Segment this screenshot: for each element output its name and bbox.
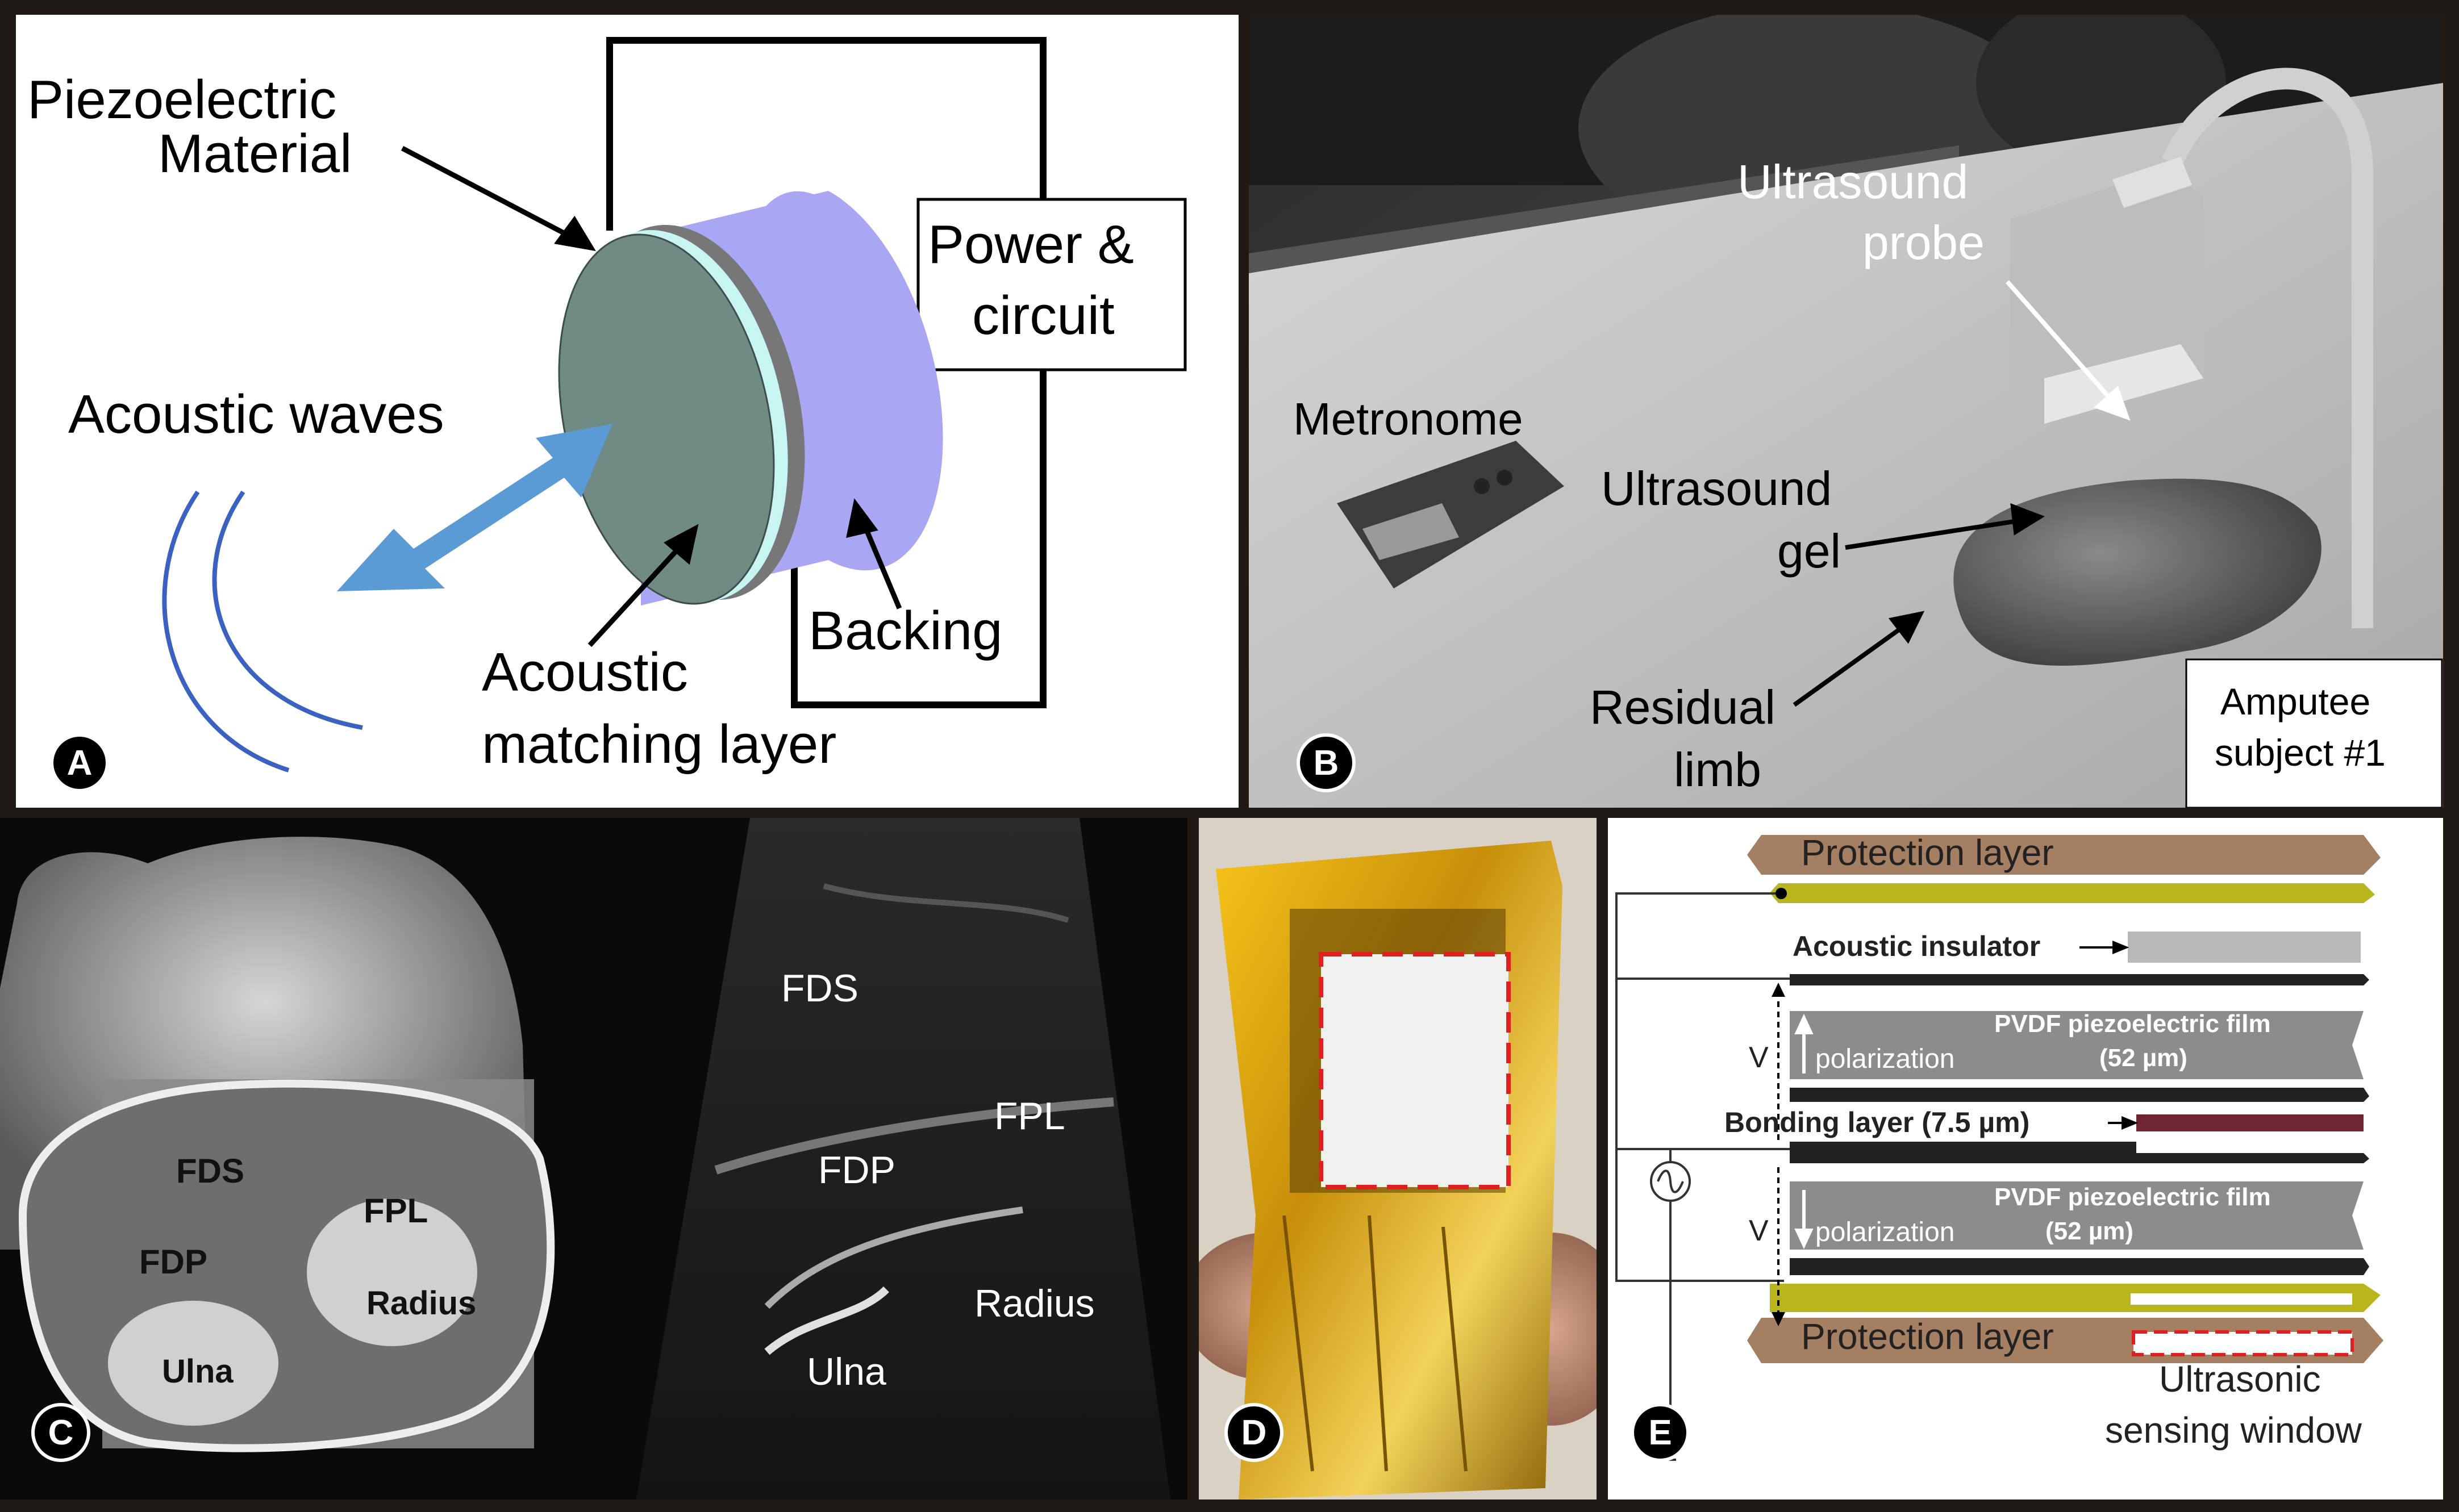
- metronome-label: Metronome: [1293, 394, 1523, 444]
- section-label-fpl: FPL: [364, 1192, 428, 1230]
- amputee-photo: [1249, 15, 2443, 808]
- forearm-section-images: [0, 818, 1170, 1500]
- badge-a: A: [50, 733, 109, 792]
- sensing-window-outline: [1319, 952, 1511, 1189]
- circuit-wiring: [1615, 892, 1790, 1443]
- thickness-bottom-label: (52 µm): [2045, 1217, 2133, 1245]
- sensor-photo: [1199, 841, 1597, 1500]
- badge-b: B: [1297, 733, 1356, 792]
- gel-label-line1: Ultrasound: [1601, 462, 1832, 515]
- matching-label-line2: matching layer: [482, 714, 837, 775]
- section-label-fds: FDS: [176, 1152, 244, 1190]
- acoustic-wave-1: [162, 490, 290, 772]
- pvdf-bottom-label: PVDF piezoelectric film: [1994, 1183, 2271, 1211]
- bonding-label: Bonding layer (7.5 µm): [1724, 1106, 2030, 1138]
- circuit-wire: [606, 37, 1047, 708]
- limb-callout-line: [1793, 623, 1907, 707]
- badge-d: D: [1224, 1403, 1283, 1462]
- piezo-callout-line: [401, 146, 577, 241]
- us-label-fds: FDS: [781, 967, 858, 1010]
- acoustic-insulator-label: Acoustic insulator: [1793, 930, 2041, 962]
- pvdf-film-bottom: [1790, 1181, 2364, 1250]
- probe-cable: [2162, 68, 2373, 628]
- power-label-line1: Power &: [928, 214, 1134, 275]
- panel-b: Ultrasound probe Metronome Ultrasound ge…: [1249, 15, 2443, 808]
- power-circuit-box: [916, 198, 1187, 371]
- residual-limb: [1953, 478, 2322, 666]
- panel-c: FDS FPL FDP Radius Ulna FDS FPL FDP Radi…: [0, 818, 1187, 1500]
- acoustic-waves-label: Acoustic waves: [68, 384, 444, 445]
- us-label-fpl: FPL: [994, 1095, 1065, 1138]
- badge-c: C: [31, 1403, 90, 1462]
- protection-layer-top: [1747, 835, 2381, 875]
- ultrasound-image: [636, 818, 1170, 1500]
- us-label-radius: Radius: [974, 1282, 1095, 1325]
- sensing-window-photo: [1321, 954, 1508, 1187]
- panel-d: D: [1199, 818, 1597, 1500]
- bonding-layer: [2136, 1114, 2364, 1131]
- voltage-bottom-label: V: [1749, 1214, 1769, 1247]
- piezo-label-line2: Material: [158, 123, 352, 184]
- sensor-layer-stack: [1615, 835, 2383, 1461]
- sensing-window-schematic: [2132, 1330, 2354, 1356]
- polarization-bottom-label: polarization: [1815, 1217, 1955, 1247]
- power-label-line2: circuit: [972, 285, 1115, 346]
- panel-e: Protection layer Acoustic insulator PVDF…: [1608, 818, 2443, 1500]
- protection-bottom-label: Protection layer: [1801, 1316, 2054, 1357]
- limb-label-line1: Residual: [1590, 680, 1776, 734]
- thickness-top-label: (52 µm): [2099, 1044, 2187, 1072]
- transducer-schematic: [162, 37, 1187, 772]
- section-label-fdp: FDP: [139, 1243, 207, 1281]
- protection-top-label: Protection layer: [1801, 832, 2054, 873]
- window-label-line1: Ultrasonic: [2159, 1359, 2321, 1400]
- backing-callout-line: [860, 519, 902, 609]
- badge-e: E: [1631, 1403, 1690, 1462]
- limb-label-line2: limb: [1674, 743, 1762, 796]
- ulna-bone: [108, 1301, 278, 1426]
- pvdf-top-label: PVDF piezoelectric film: [1994, 1010, 2271, 1038]
- panel-a: Piezoelectric Material Power & circuit A…: [16, 15, 1239, 808]
- acoustic-double-arrow: [337, 424, 612, 591]
- gel-label-line2: gel: [1777, 524, 1841, 578]
- subject-label-line2: subject #1: [2215, 732, 2386, 774]
- backing-label: Backing: [808, 600, 1003, 661]
- probe-label-line1: Ultrasound: [1737, 155, 1969, 208]
- section-label-radius: Radius: [366, 1285, 477, 1322]
- polarization-top-label: polarization: [1815, 1044, 1955, 1074]
- gel-callout-line: [1845, 518, 2022, 550]
- probe-callout: [2005, 280, 2131, 421]
- subject-label-line1: Amputee: [2220, 680, 2371, 722]
- metronome-device: [1337, 441, 1564, 588]
- probe-device: [2010, 157, 2203, 424]
- pvdf-film-top: [1790, 1011, 2364, 1079]
- section-label-ulna: Ulna: [162, 1353, 234, 1390]
- us-label-ulna: Ulna: [807, 1350, 886, 1393]
- acoustic-insulator-layer: [2128, 932, 2361, 963]
- piezo-label-line1: Piezoelectric: [27, 69, 337, 130]
- probe-label-line2: probe: [1862, 216, 1985, 269]
- voltage-top-label: V: [1749, 1041, 1769, 1074]
- radius-bone: [307, 1198, 477, 1346]
- us-label-fdp: FDP: [818, 1148, 895, 1192]
- electrode-bottom: [1770, 1284, 2381, 1312]
- subject-box: [2185, 658, 2443, 808]
- matching-callout-line: [587, 541, 686, 648]
- window-label-line2: sensing window: [2105, 1410, 2362, 1451]
- matching-label-line1: Acoustic: [482, 642, 688, 703]
- acoustic-wave-2: [212, 490, 363, 730]
- electrode-top: [1770, 883, 2375, 903]
